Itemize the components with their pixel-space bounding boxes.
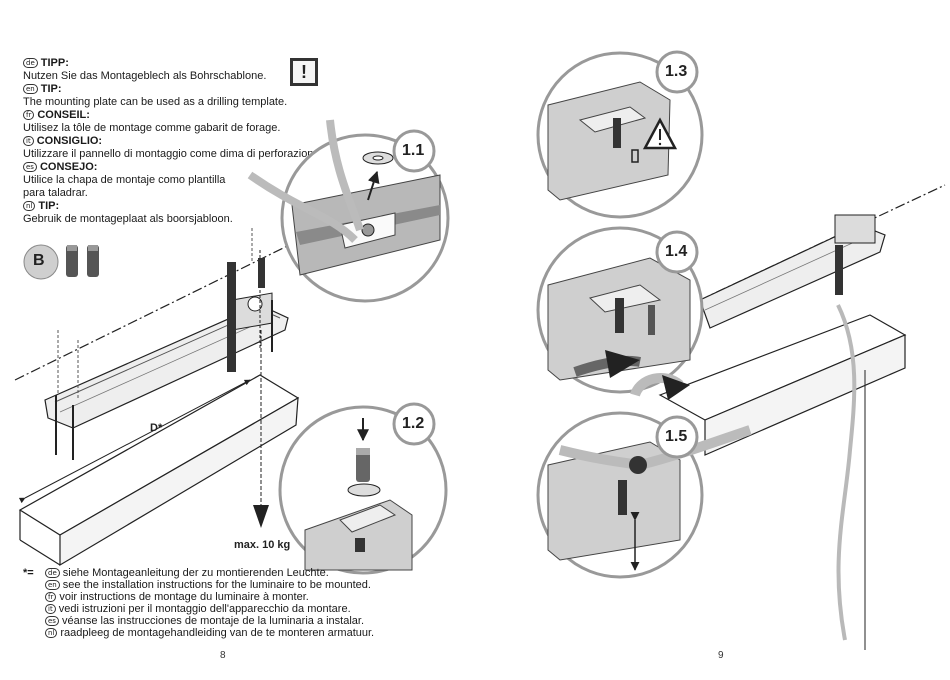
ceiling-line-left bbox=[14, 224, 331, 381]
tip-text-en: The mounting plate can be used as a dril… bbox=[23, 96, 288, 108]
footnote-flag-it: it bbox=[45, 604, 56, 614]
footnote-text-en: see the installation instructions for th… bbox=[62, 579, 371, 591]
load-arrow-head bbox=[253, 505, 269, 528]
step-label-1-4: 1.4 bbox=[665, 243, 688, 260]
footnote-flag-nl: nl bbox=[45, 628, 58, 638]
tip-title-es: CONSEJO: bbox=[39, 161, 98, 173]
tip-title-en: TIP: bbox=[40, 83, 62, 95]
footnote-text-nl: raadpleeg de montagehandleiding van de t… bbox=[60, 627, 375, 639]
step-label-1-2: 1.2 bbox=[402, 415, 425, 432]
tip-text-it: Utilizzare il pannello di montaggio come… bbox=[23, 148, 323, 160]
tip-text-de: Nutzen Sie das Montageblech als Bohrscha… bbox=[23, 70, 267, 82]
footnote-flag-de: de bbox=[45, 568, 60, 578]
tip-title-it: CONSIGLIO: bbox=[36, 135, 103, 147]
flag-nl: nl bbox=[23, 201, 36, 211]
detail-circle-1-1 bbox=[247, 119, 450, 303]
flag-es: es bbox=[23, 162, 37, 172]
flag-fr: fr bbox=[23, 110, 35, 120]
page-number-left: 8 bbox=[220, 650, 226, 661]
detail-circle-1-5 bbox=[536, 411, 752, 579]
warning-exclamation-icon: ! bbox=[290, 58, 318, 86]
tip-title-fr: CONSEIL: bbox=[37, 109, 90, 121]
tip-text-fr: Utilisez la tôle de montage comme gabari… bbox=[23, 122, 281, 134]
tip-text-nl: Gebruik de montageplaat als boorsjabloon… bbox=[23, 213, 233, 225]
part-b-label: B bbox=[33, 252, 45, 269]
mounting-plate-rail-right bbox=[699, 214, 886, 329]
tip-text-es: Utilice la chapa de montaje como plantil… bbox=[23, 174, 226, 186]
tip-title-nl: TIP: bbox=[38, 200, 60, 212]
tip-text-es-2: para taladrar. bbox=[23, 187, 88, 199]
power-cable bbox=[836, 304, 857, 641]
max-load-label: max. 10 kg bbox=[234, 539, 291, 551]
step-label-1-3: 1.3 bbox=[665, 63, 688, 80]
dimension-arrow bbox=[18, 379, 251, 504]
footnote-flag-fr: fr bbox=[45, 592, 57, 602]
footnote-text-es: véanse las instrucciones de montaje de l… bbox=[61, 615, 365, 627]
footnote-text-fr: voir instructions de montage du luminair… bbox=[59, 591, 309, 603]
flag-en: en bbox=[23, 84, 38, 94]
tip-title-de: TIPP: bbox=[40, 57, 69, 69]
footnote-flag-en: en bbox=[45, 580, 60, 590]
footnote-text-it: vedi istruzioni per il montaggio dell'ap… bbox=[58, 603, 351, 615]
flag-de: de bbox=[23, 58, 38, 68]
dimension-label: D* bbox=[150, 422, 163, 434]
footnote-text-de: siehe Montageanleitung der zu montierend… bbox=[62, 567, 329, 579]
flag-it: it bbox=[23, 136, 34, 146]
detail-circle-1-2 bbox=[278, 402, 448, 575]
part-b-anchors bbox=[23, 244, 99, 280]
detail-circle-1-4 bbox=[536, 226, 704, 400]
step-label-1-1: 1.1 bbox=[402, 142, 425, 159]
footnote-flag-es: es bbox=[45, 616, 59, 626]
step-label-1-5: 1.5 bbox=[665, 428, 688, 445]
page-number-right: 9 bbox=[718, 650, 724, 661]
footnote-mark: *= bbox=[23, 567, 34, 579]
detail-circle-1-3 bbox=[536, 50, 704, 219]
